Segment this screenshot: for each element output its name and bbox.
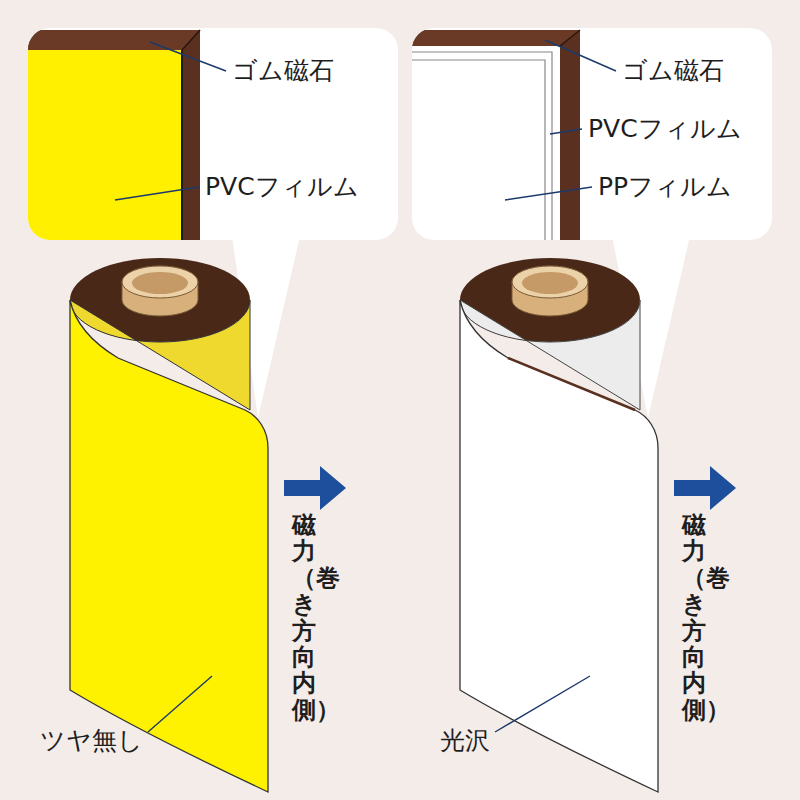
direction-note: 磁力（巻き方向内側） <box>292 512 316 723</box>
leader-line <box>495 676 590 732</box>
part-label: PVCフィルム <box>205 172 359 202</box>
sheet-section <box>28 30 200 240</box>
leader-line <box>505 187 592 200</box>
leader-line <box>545 40 616 71</box>
direction-note: 磁力（巻き方向内側） <box>682 512 706 723</box>
finish-label: 光沢 <box>440 726 490 756</box>
leader-line <box>150 42 226 71</box>
finish-label: ツヤ無し <box>40 726 143 756</box>
part-label: PPフィルム <box>598 172 732 202</box>
leader-line <box>148 676 212 732</box>
leader-line <box>550 129 582 134</box>
sheet-section <box>412 30 580 240</box>
part-label: PVCフィルム <box>588 114 742 144</box>
part-label: ゴム磁石 <box>232 56 334 86</box>
magnet-roll <box>460 258 658 792</box>
leader-line <box>115 187 199 200</box>
magnet-roll <box>70 258 268 792</box>
direction-arrow <box>284 466 736 510</box>
part-label: ゴム磁石 <box>622 56 724 86</box>
callout-bubble: ゴム磁石 PVCフィルム PPフィルム <box>412 28 772 240</box>
callout-bubble: ゴム磁石 PVCフィルム <box>28 28 398 240</box>
